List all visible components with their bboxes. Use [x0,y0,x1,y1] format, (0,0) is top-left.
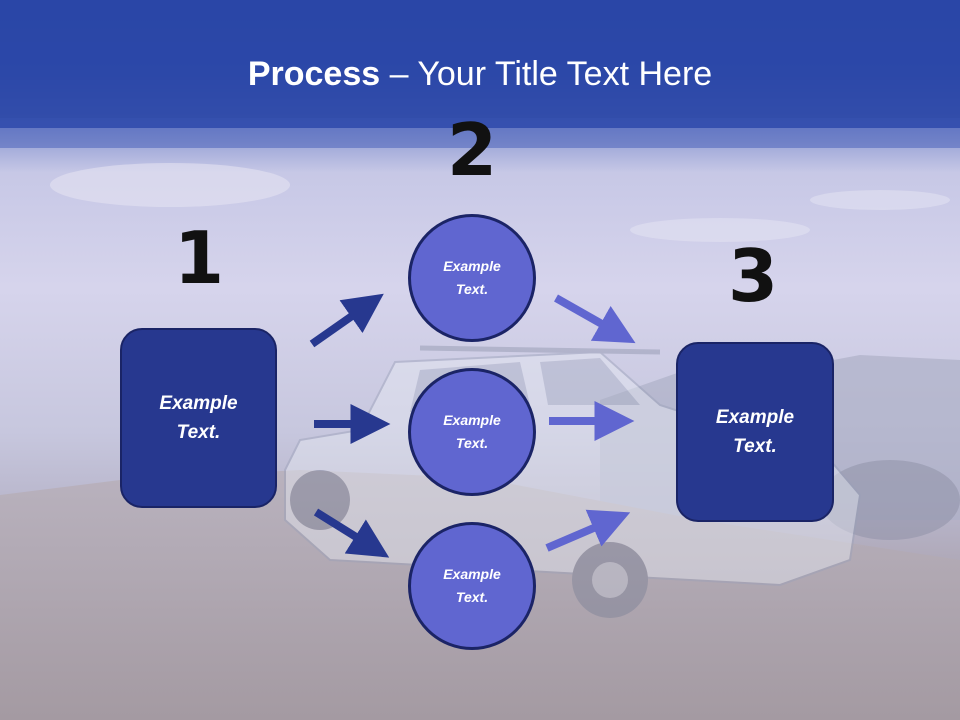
step2-circle-top[interactable]: Example Text. [408,214,536,342]
title-rest: Your Title Text Here [417,55,713,93]
step2-circle-bottom-text: Example Text. [443,566,501,605]
arrow-bottom-to-3 [545,509,631,552]
step3-box-text: Example Text. [715,407,795,457]
arrow-1-to-top [309,293,384,348]
arrow-top-to-3 [554,294,636,344]
title-bold: Process [247,55,381,93]
step2-circle-top-text: Example Text. [443,258,501,297]
step1-box[interactable]: Example Text. [120,328,277,508]
slide-title: Process – Your Title Text Here [0,52,960,96]
step1-box-text: Example Text. [159,393,238,443]
title-separator: – [380,55,418,93]
step-number-2: 2 [446,108,498,192]
step-number-3: 3 [727,234,779,318]
step2-circle-middle-text: Example Text. [443,412,501,451]
step2-circle-middle[interactable]: Example Text. [408,368,536,496]
step2-circle-bottom[interactable]: Example Text. [408,522,536,650]
arrow-1-to-bottom [313,508,390,558]
step-number-1: 1 [173,216,225,300]
step3-box[interactable]: Example Text. [676,342,834,522]
